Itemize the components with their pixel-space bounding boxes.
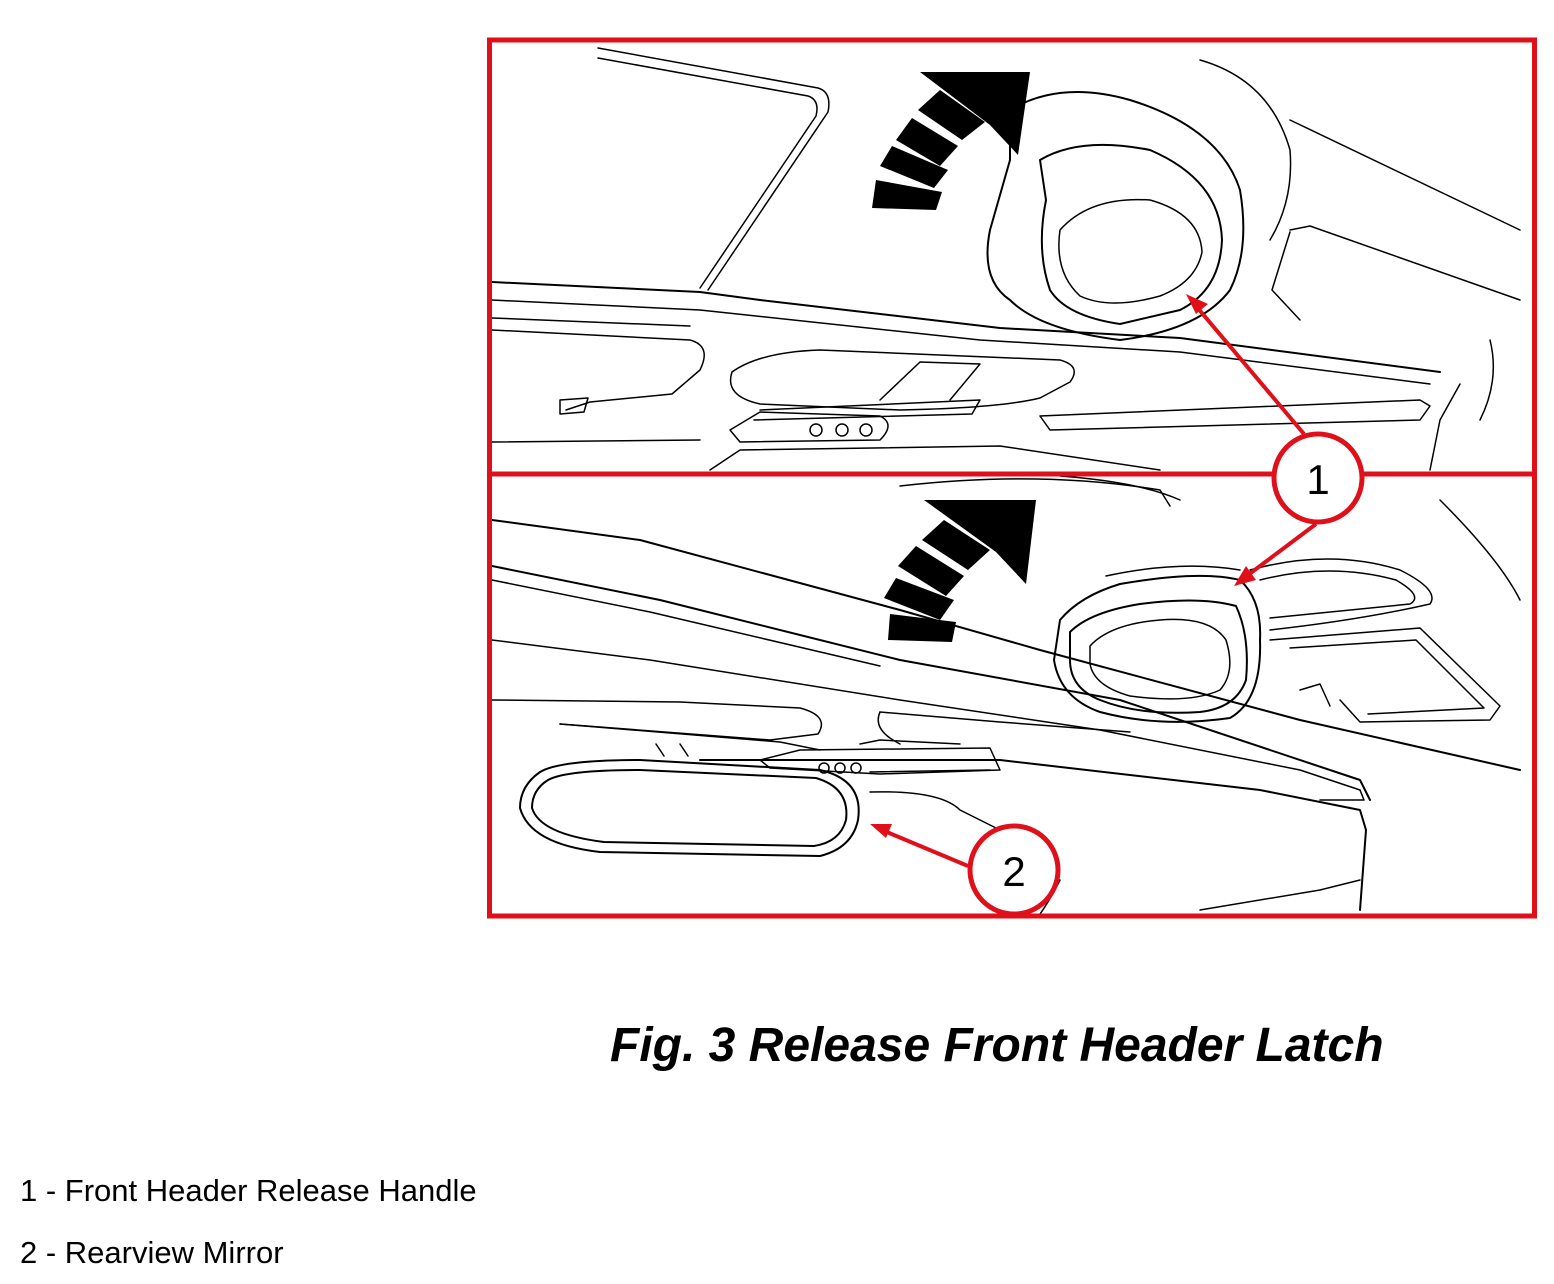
figure-illustration: 1 2	[487, 37, 1537, 919]
legend-item-2: 2 - Rearview Mirror	[20, 1235, 284, 1270]
callout-1: 1	[1271, 431, 1365, 525]
callout-2-number: 2	[1002, 848, 1025, 895]
figure-caption: Fig. 3 Release Front Header Latch	[610, 1019, 1384, 1072]
callout-arrows	[870, 294, 1318, 868]
motion-arrow-icon	[884, 500, 1036, 642]
callout-2: 2	[967, 823, 1061, 917]
motion-arrow-icon	[872, 72, 1030, 210]
legend-item-1: 1 - Front Header Release Handle	[20, 1173, 477, 1208]
figure-frame	[487, 37, 1537, 919]
top-panel-drawing	[492, 47, 1521, 471]
legend: 1 - Front Header Release Handle 2 - Rear…	[20, 1160, 477, 1284]
callout-1-number: 1	[1306, 456, 1329, 503]
bottom-panel-drawing	[492, 476, 1521, 914]
